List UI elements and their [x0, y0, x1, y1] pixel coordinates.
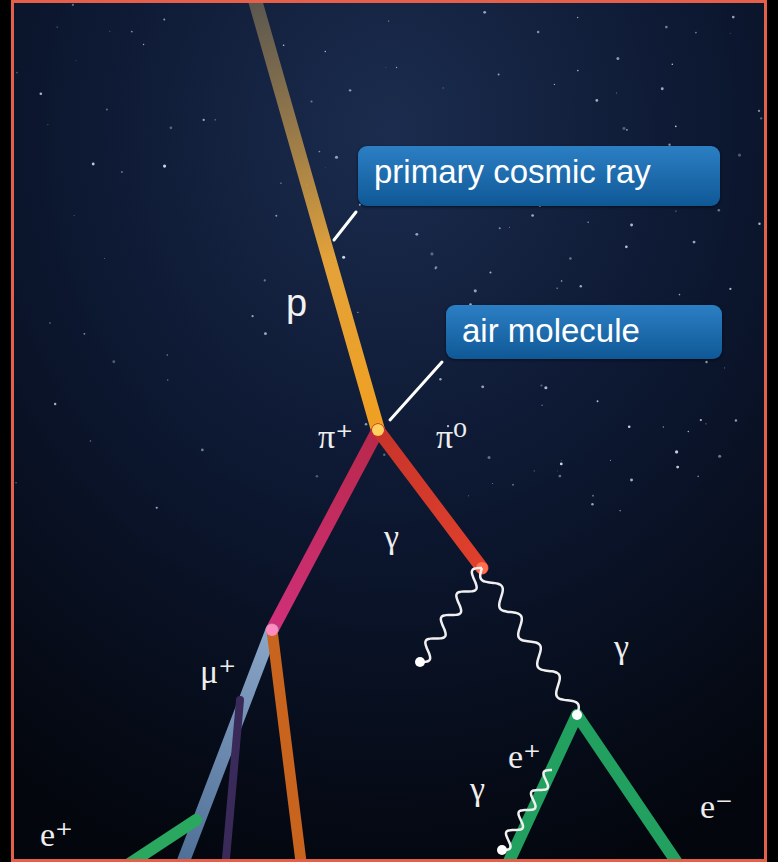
callout-text: air molecule [462, 311, 706, 351]
particle-label: p [286, 284, 307, 322]
particle-label: e⁻ [700, 790, 733, 824]
particle-label: e⁺ [40, 818, 73, 852]
leader-line [334, 212, 356, 240]
particle-label: μ⁺ [200, 655, 236, 689]
particle-label: π⁰ [436, 420, 467, 454]
particle-label: γ [470, 772, 485, 806]
photon-line [420, 568, 482, 662]
photon-line [502, 770, 552, 850]
particle-label: γ [614, 630, 629, 664]
leader-line [390, 362, 442, 420]
callout-box: air molecule [446, 305, 722, 359]
photon-line [480, 568, 579, 715]
callout-text: primary cosmic ray [374, 152, 704, 192]
particle-label: γ [384, 520, 399, 554]
callout-box: primary cosmic ray [358, 146, 720, 206]
particle-label: π⁺ [318, 420, 353, 454]
particle-label: e⁺ [508, 740, 541, 774]
